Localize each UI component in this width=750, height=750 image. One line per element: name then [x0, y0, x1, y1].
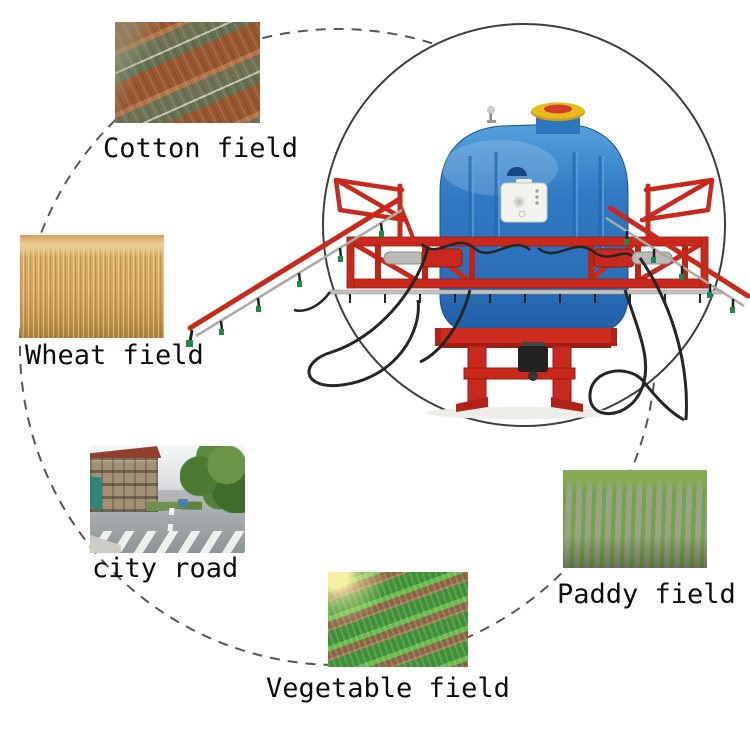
- nozzles-right: [624, 231, 735, 313]
- hoses: [293, 241, 688, 422]
- pump: [518, 342, 548, 381]
- vegetable-field-label: Vegetable field: [266, 673, 510, 704]
- city-road-label: city road: [92, 553, 239, 584]
- sprayer-stand: [456, 342, 583, 412]
- fold-frame-left: [333, 177, 409, 243]
- fold-frame-right: [639, 177, 715, 243]
- boom-arm-left: [186, 197, 416, 347]
- nozzles-left: [186, 222, 384, 347]
- vegetable-field-photo: [328, 572, 468, 667]
- cotton-field-photo: [115, 22, 260, 123]
- city-bus: [178, 499, 189, 507]
- boom-arm-right: [605, 205, 750, 313]
- tank-handle-hole: [507, 167, 527, 176]
- boom-sprayer-image: [186, 102, 750, 422]
- city-road-photo: [90, 445, 245, 553]
- city-flag: [90, 476, 103, 511]
- tank-vent: [487, 106, 496, 123]
- paddy-field-label: Paddy field: [557, 579, 736, 610]
- wheat-field-label: Wheat field: [25, 340, 204, 371]
- control-box: [500, 179, 548, 223]
- ground-shadow: [425, 407, 615, 419]
- paddy-field-photo: [563, 470, 707, 568]
- tank-cap-red: [544, 104, 572, 114]
- wheat-field-photo: [20, 235, 164, 338]
- hydraulic-cylinder-left: [383, 248, 463, 268]
- cotton-field-label: Cotton field: [103, 133, 299, 164]
- city-building-roof: [90, 446, 162, 458]
